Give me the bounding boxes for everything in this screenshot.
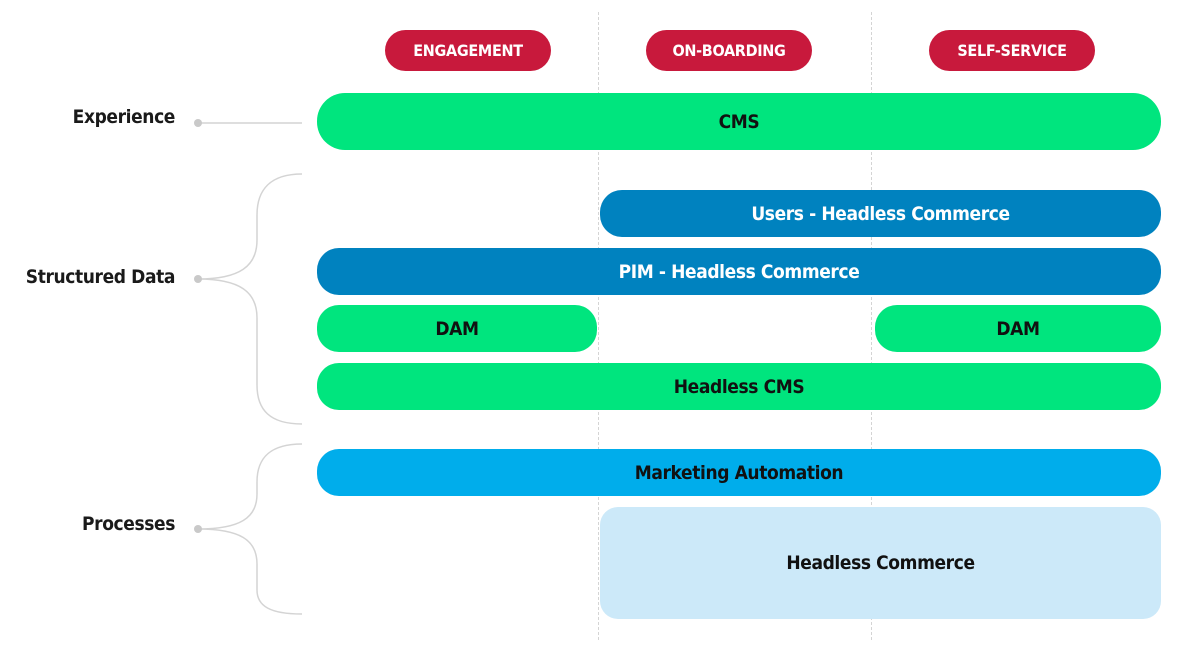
bar-dam-left: DAM xyxy=(317,305,597,352)
bar-cms: CMS xyxy=(317,93,1161,150)
bar-headless-commerce: Headless Commerce xyxy=(600,507,1161,619)
bar-users-headless-commerce: Users - Headless Commerce xyxy=(600,190,1161,237)
phase-self-service: SELF-SERVICE xyxy=(929,30,1095,71)
experience-dot xyxy=(194,119,202,127)
row-label-processes: Processes xyxy=(82,513,175,535)
row-label-structured-data: Structured Data xyxy=(25,266,176,288)
column-divider-1 xyxy=(598,12,599,640)
phase-engagement: ENGAGEMENT xyxy=(385,30,551,71)
structured-data-dot xyxy=(194,275,202,283)
structured-data-bracket xyxy=(197,173,303,425)
processes-bracket xyxy=(197,443,303,615)
bar-marketing-automation: Marketing Automation xyxy=(317,449,1161,496)
bar-headless-cms: Headless CMS xyxy=(317,363,1161,410)
bar-pim-headless-commerce: PIM - Headless Commerce xyxy=(317,248,1161,295)
phase-onboarding: ON-BOARDING xyxy=(646,30,812,71)
processes-dot xyxy=(194,525,202,533)
column-divider-2 xyxy=(871,12,872,640)
row-label-experience: Experience xyxy=(72,106,176,128)
bar-dam-right: DAM xyxy=(875,305,1161,352)
